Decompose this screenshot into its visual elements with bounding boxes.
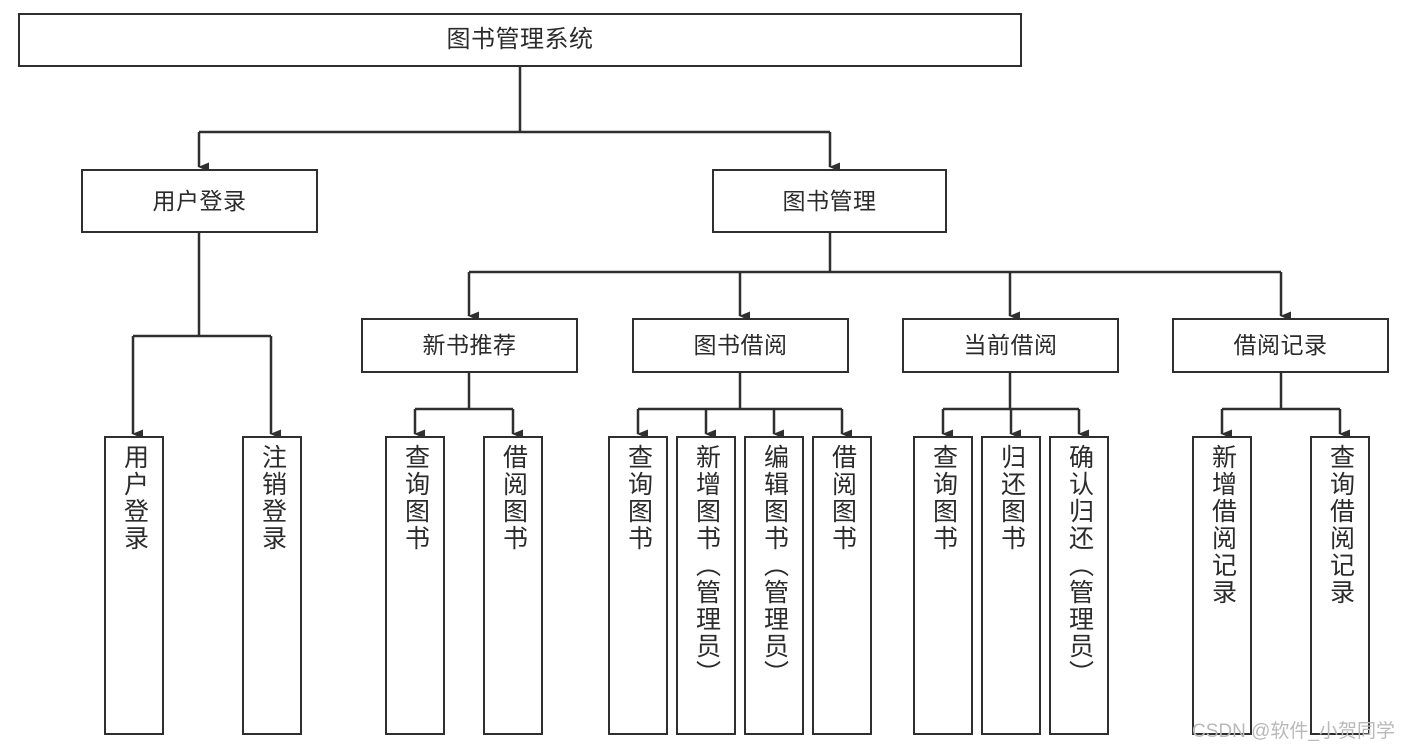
node-leaf-borrow-book[interactable]: 借阅图书 [812, 436, 872, 735]
node-leaf-borrow-book-rec[interactable]: 借阅图书 [483, 436, 543, 735]
node-label: 借阅记录 [1233, 332, 1328, 359]
node-borrow-record[interactable]: 借阅记录 [1172, 318, 1389, 373]
node-label: 归还图书 [997, 444, 1026, 552]
node-leaf-query-book-borrow[interactable]: 查询图书 [608, 436, 668, 735]
node-label: 图书管理系统 [446, 26, 594, 54]
node-label: 查询图书 [401, 444, 430, 552]
node-label: 用户登录 [152, 187, 247, 214]
node-label: 查询图书 [929, 444, 958, 552]
node-leaf-confirm-return[interactable]: 确认归还（管理员） [1049, 436, 1109, 735]
node-label: 图书管理 [782, 187, 877, 214]
node-label: 查询图书 [624, 444, 653, 552]
node-leaf-add-record[interactable]: 新增借阅记录 [1192, 436, 1252, 735]
node-user-login[interactable]: 用户登录 [81, 169, 318, 233]
node-leaf-logout[interactable]: 注销登录 [242, 436, 302, 735]
node-label: 图书借阅 [693, 332, 788, 359]
node-label: 确认归还（管理员） [1065, 444, 1094, 687]
node-root-system[interactable]: 图书管理系统 [18, 13, 1022, 67]
node-label: 借阅图书 [499, 444, 528, 552]
node-label: 编辑图书（管理员） [760, 444, 789, 687]
node-leaf-return-book[interactable]: 归还图书 [981, 436, 1041, 735]
node-label: 新增借阅记录 [1208, 444, 1237, 606]
node-label: 注销登录 [258, 444, 287, 552]
node-leaf-edit-book[interactable]: 编辑图书（管理员） [744, 436, 804, 735]
node-book-borrow[interactable]: 图书借阅 [632, 318, 849, 373]
connector-lines [131, 67, 1350, 439]
node-leaf-add-book[interactable]: 新增图书（管理员） [676, 436, 736, 735]
node-leaf-query-record[interactable]: 查询借阅记录 [1310, 436, 1370, 735]
node-label: 新增图书（管理员） [692, 444, 721, 687]
node-book-manage[interactable]: 图书管理 [712, 169, 947, 233]
node-label: 当前借阅 [963, 332, 1058, 359]
node-label: 用户登录 [120, 444, 149, 552]
node-label: 借阅图书 [828, 444, 857, 552]
node-leaf-user-login[interactable]: 用户登录 [104, 436, 164, 735]
node-leaf-query-book-cur[interactable]: 查询图书 [913, 436, 973, 735]
node-current-borrow[interactable]: 当前借阅 [902, 318, 1119, 373]
node-new-book-rec[interactable]: 新书推荐 [361, 318, 578, 373]
node-label: 新书推荐 [422, 332, 517, 359]
node-label: 查询借阅记录 [1326, 444, 1355, 606]
node-leaf-query-book-rec[interactable]: 查询图书 [385, 436, 445, 735]
